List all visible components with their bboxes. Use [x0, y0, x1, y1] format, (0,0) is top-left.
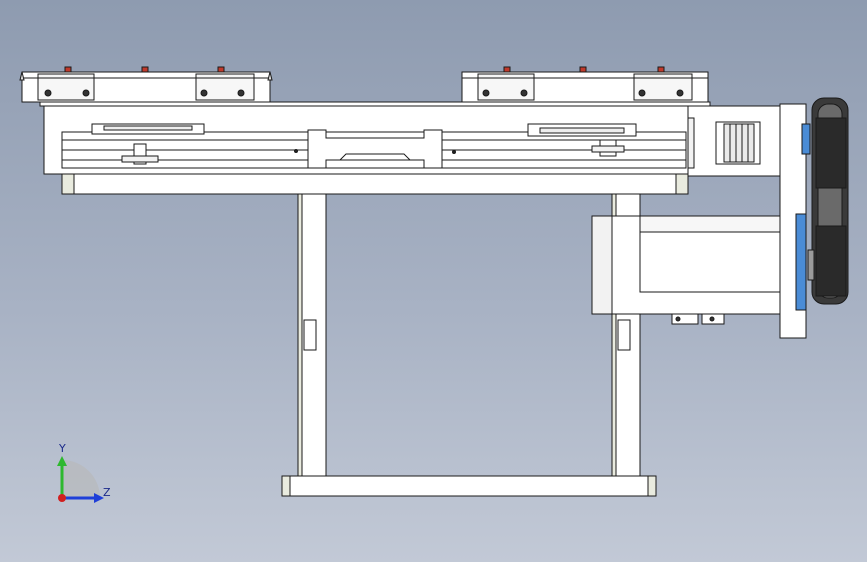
motor-flange — [795, 213, 807, 311]
z-axis-label: Z — [103, 486, 111, 499]
right-slider-block[interactable] — [461, 66, 709, 103]
base-plate[interactable] — [281, 475, 657, 497]
coordinate-triad-icon — [57, 456, 104, 503]
coupling-housing[interactable] — [687, 105, 781, 177]
screw-head-icon — [217, 66, 225, 73]
screw-head-icon — [579, 66, 587, 73]
top-plate[interactable] — [39, 101, 711, 107]
timing-belt-pulleys[interactable] — [807, 97, 849, 305]
screw-head-icon — [64, 66, 72, 73]
left-slider-block[interactable] — [19, 66, 273, 103]
screw-head-icon — [657, 66, 665, 73]
servo-motor[interactable] — [591, 215, 781, 325]
y-axis-label: Y — [59, 442, 66, 455]
left-post[interactable] — [297, 193, 327, 477]
linear-module-body[interactable] — [43, 105, 689, 175]
support-beam[interactable] — [61, 173, 689, 195]
screw-head-icon — [503, 66, 511, 73]
screw-head-icon — [141, 66, 149, 73]
